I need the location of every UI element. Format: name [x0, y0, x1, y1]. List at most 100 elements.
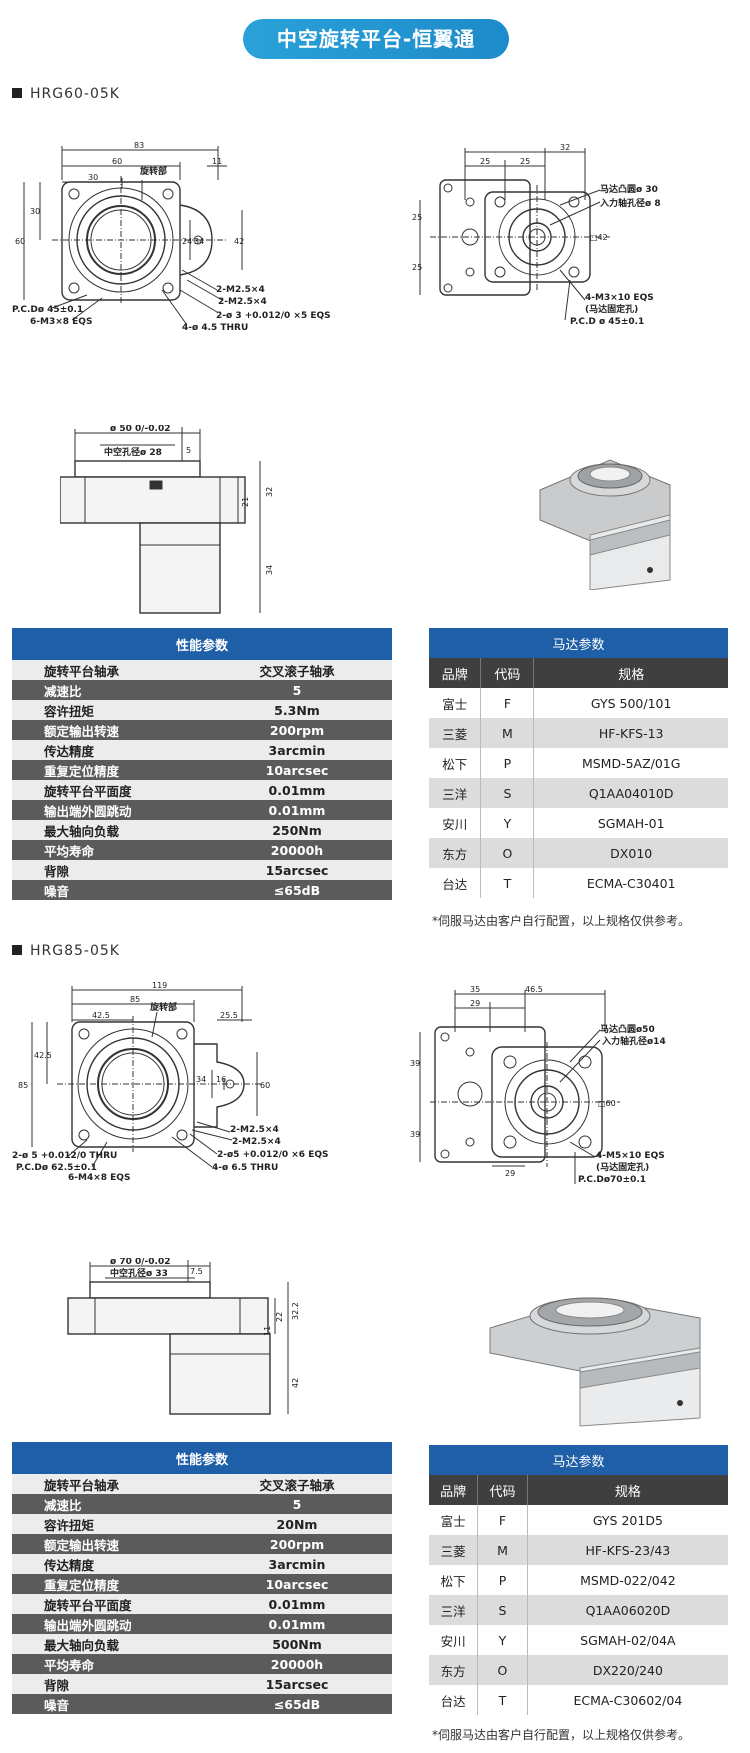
svg-text:11: 11 — [263, 1326, 272, 1336]
model-cell: HF-KFS-23/43 — [527, 1535, 728, 1565]
code-cell: S — [477, 1595, 528, 1625]
param-name: 噪音 — [12, 880, 202, 900]
param-value: 0.01mm — [202, 800, 392, 820]
svg-text:7.5: 7.5 — [190, 1267, 203, 1276]
code-cell: T — [480, 868, 535, 898]
param-name: 额定输出转速 — [12, 1534, 202, 1554]
model-cell: DX010 — [533, 838, 728, 868]
product-render — [520, 440, 700, 590]
param-value: 10arcsec — [202, 1574, 392, 1594]
brand-cell: 富士 — [429, 688, 482, 718]
svg-text:30: 30 — [88, 173, 98, 182]
motor-fix-label: (马达固定孔) — [585, 303, 638, 315]
page-banner: 中空旋转平台-恒翼通 — [243, 19, 509, 59]
motor-screws-label: 4-M5×10 EQS — [596, 1151, 665, 1161]
svg-text:29: 29 — [470, 999, 480, 1008]
dia-top-label: ø 50 0/-0.02 — [110, 425, 170, 434]
model-cell: GYS 500/101 — [533, 688, 728, 718]
param-name: 重复定位精度 — [12, 760, 202, 780]
hollow-bore-label: 中空孔径ø 33 — [110, 1267, 168, 1279]
param-value: 10arcsec — [202, 760, 392, 780]
param-name: 减速比 — [12, 1494, 202, 1514]
svg-text:25: 25 — [412, 213, 422, 222]
svg-text:11: 11 — [212, 157, 222, 166]
param-value: 200rpm — [202, 1534, 392, 1554]
m25b-label: 2-M2.5×4 — [218, 297, 267, 307]
brand-cell: 三菱 — [429, 718, 482, 748]
square-bullet-icon — [12, 945, 22, 955]
svg-text:34: 34 — [194, 237, 204, 246]
svg-text:42.5: 42.5 — [92, 1011, 110, 1020]
model-title: HRG85-05K — [12, 943, 120, 959]
column-header: 品牌 — [429, 1475, 479, 1505]
code-cell: O — [480, 838, 535, 868]
pin-left-label: 2-ø 5 +0.012/0 THRU — [12, 1151, 117, 1161]
svg-text:21: 21 — [241, 497, 250, 507]
svg-text:5: 5 — [186, 446, 191, 455]
code-cell: F — [480, 688, 535, 718]
param-name: 容许扭矩 — [12, 700, 202, 720]
param-value: ≤65dB — [202, 880, 392, 900]
code-cell: Y — [480, 808, 535, 838]
code-cell: F — [477, 1505, 528, 1535]
param-value: 15arcsec — [202, 860, 392, 880]
svg-text:85: 85 — [130, 995, 140, 1004]
table-row: 噪音≤65dB — [12, 880, 392, 900]
motor-boss-label: 马达凸圆ø 30 — [600, 183, 658, 195]
model-cell: SGMAH-01 — [533, 808, 728, 838]
svg-text:85: 85 — [18, 1081, 28, 1090]
thru-label: 4-ø 4.5 THRU — [182, 323, 248, 333]
param-name: 重复定位精度 — [12, 1574, 202, 1594]
param-name: 平均寿命 — [12, 840, 202, 860]
pcd-right-label: P.C.Dø70±0.1 — [578, 1175, 646, 1185]
product-render — [480, 1268, 720, 1428]
svg-text:42: 42 — [234, 237, 244, 246]
pin-label: 2-ø 3 +0.012/0 ×5 EQS — [216, 311, 331, 321]
param-name: 背隙 — [12, 1674, 202, 1694]
svg-text:24: 24 — [182, 237, 192, 246]
param-value: ≤65dB — [202, 1694, 392, 1714]
model-title: HRG60-05K — [12, 86, 120, 102]
model-cell: ECMA-C30401 — [533, 868, 728, 898]
svg-text:29: 29 — [505, 1169, 515, 1178]
param-name: 容许扭矩 — [12, 1514, 202, 1534]
model-cell: HF-KFS-13 — [533, 718, 728, 748]
brand-cell: 东方 — [429, 838, 482, 868]
input-bore-label: 入力轴孔径ø14 — [601, 1035, 666, 1047]
svg-text:34: 34 — [265, 565, 274, 575]
svg-text:□60: □60 — [598, 1099, 616, 1108]
column-header: 规格 — [533, 658, 728, 688]
svg-text:42.5: 42.5 — [34, 1051, 52, 1060]
param-name: 传达精度 — [12, 1554, 202, 1574]
svg-text:60: 60 — [15, 237, 25, 246]
motor-table-title: 马达参数 — [429, 628, 728, 658]
code-cell: S — [480, 778, 535, 808]
param-name: 最大轴向负载 — [12, 820, 202, 840]
dia-top-label: ø 70 0/-0.02 — [110, 1258, 170, 1267]
code-cell: M — [477, 1535, 528, 1565]
param-value: 0.01mm — [202, 1614, 392, 1634]
param-value: 20000h — [202, 840, 392, 860]
svg-text:22: 22 — [275, 1312, 284, 1322]
svg-text:32: 32 — [560, 143, 570, 152]
param-name: 平均寿命 — [12, 1654, 202, 1674]
pcd-left-label: P.C.Dø 62.5±0.1 — [16, 1163, 97, 1173]
param-name: 最大轴向负载 — [12, 1634, 202, 1654]
